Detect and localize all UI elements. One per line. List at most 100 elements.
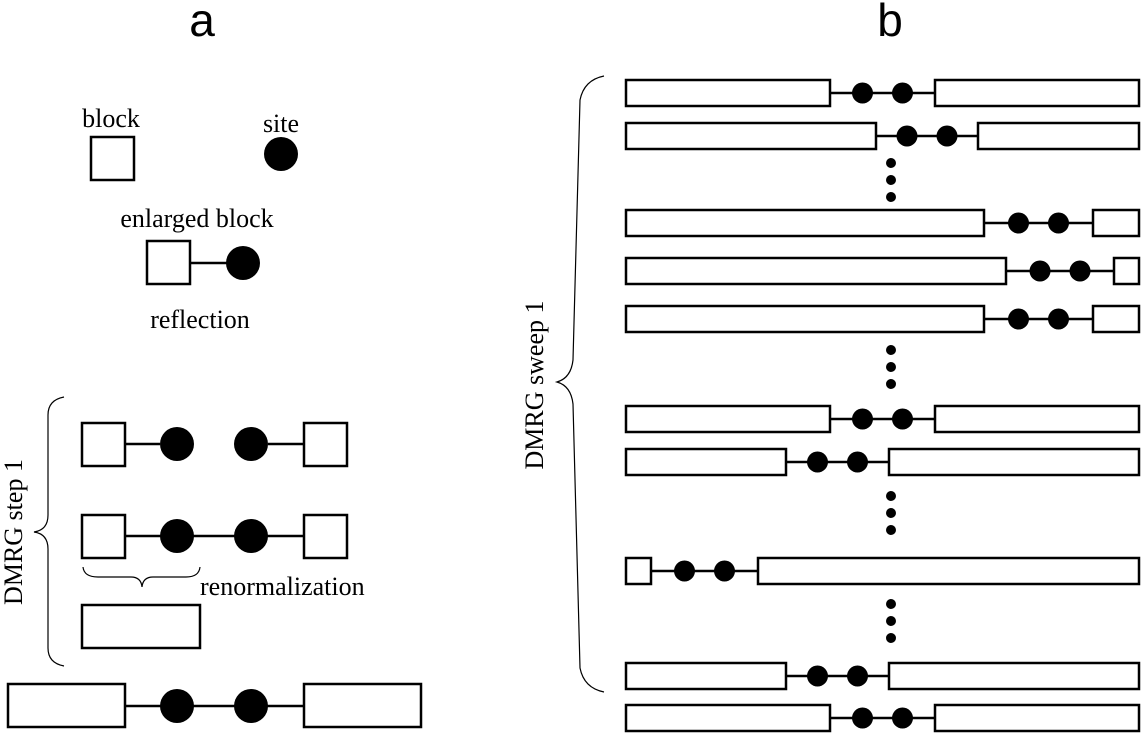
site [1008, 308, 1029, 330]
block [302, 682, 423, 729]
step-row-result [6, 682, 423, 729]
renormalization-label: renormalization [200, 572, 365, 601]
ellipsis-dot [886, 616, 896, 626]
left-block [624, 661, 788, 691]
renormalization-brace [82, 566, 201, 588]
sweep-row [624, 404, 1141, 434]
legend-block-label: block [82, 104, 140, 133]
site [936, 125, 958, 147]
sweep-rows [624, 78, 1141, 733]
site [892, 82, 913, 104]
block [6, 682, 127, 729]
site [674, 560, 695, 582]
block [80, 513, 127, 560]
site [234, 519, 268, 553]
step-brace [33, 396, 65, 667]
sweep-row [624, 304, 1141, 334]
panel-b-label: b [877, 0, 903, 46]
site [160, 519, 194, 553]
sweep-row [624, 447, 1141, 477]
vertical-ellipsis [886, 599, 896, 643]
ellipsis-dot [886, 345, 896, 355]
right-block [933, 404, 1141, 434]
right-block [887, 661, 1141, 691]
site [847, 451, 868, 473]
ellipsis-dot [886, 175, 896, 185]
ellipsis-dot [886, 362, 896, 372]
site [852, 82, 873, 104]
step-row-2 [80, 513, 349, 560]
site [852, 707, 873, 729]
renormalized-block [80, 603, 202, 650]
sweep-brace [554, 75, 605, 693]
right-block [933, 78, 1141, 108]
site [896, 125, 918, 147]
left-block [624, 78, 832, 108]
enlarged-block-square [145, 239, 192, 286]
site [1029, 260, 1051, 282]
sweep-row [624, 703, 1141, 733]
enlarged-block-dot [226, 246, 260, 280]
site [1008, 212, 1029, 234]
left-block [624, 404, 832, 434]
site [847, 665, 868, 687]
left-block [624, 703, 832, 733]
site [234, 689, 268, 723]
right-block [1091, 208, 1141, 238]
right-block [933, 703, 1141, 733]
ellipsis-dot [886, 491, 896, 501]
right-block [976, 121, 1141, 151]
site [807, 665, 828, 687]
site [160, 689, 194, 723]
vertical-ellipsis [886, 345, 896, 389]
legend-site-label: site [263, 109, 299, 138]
left-block [624, 208, 986, 238]
site [1048, 308, 1069, 330]
right-block [756, 556, 1141, 586]
right-block [1112, 256, 1141, 286]
left-block [624, 121, 878, 151]
sweep-row [624, 121, 1141, 151]
left-block [624, 304, 986, 334]
site [714, 560, 735, 582]
site [234, 427, 268, 461]
step-row-1 [80, 421, 349, 468]
block [80, 421, 127, 468]
legend-site-dot [264, 137, 298, 171]
legend-enlarged-block-label: enlarged block [120, 204, 273, 233]
left-block [624, 447, 788, 477]
sweep-row [624, 256, 1141, 286]
ellipsis-dot [886, 599, 896, 609]
left-block [624, 556, 653, 586]
ellipsis-dot [886, 633, 896, 643]
panel-a-label: a [189, 0, 215, 46]
block [302, 421, 349, 468]
ellipsis-dot [886, 158, 896, 168]
site [1048, 212, 1069, 234]
sweep-row [624, 556, 1141, 586]
site [892, 408, 913, 430]
site [892, 707, 913, 729]
left-block [624, 256, 1008, 286]
site [852, 408, 873, 430]
ellipsis-dot [886, 525, 896, 535]
site [1069, 260, 1091, 282]
vertical-ellipsis [886, 158, 896, 202]
ellipsis-dot [886, 192, 896, 202]
legend-enlarged-block [145, 239, 260, 286]
sweep-row [624, 661, 1141, 691]
vertical-ellipsis [886, 491, 896, 535]
step-label: DMRG step 1 [0, 459, 28, 605]
legend-block-square [89, 135, 136, 182]
ellipsis-dot [886, 379, 896, 389]
sweep-row [624, 78, 1141, 108]
sweep-row [624, 208, 1141, 238]
right-block [887, 447, 1141, 477]
ellipsis-dot [886, 508, 896, 518]
legend-reflection-label: reflection [150, 305, 250, 334]
site [160, 427, 194, 461]
legend: block site enlarged block reflection [82, 104, 299, 334]
site [807, 451, 828, 473]
